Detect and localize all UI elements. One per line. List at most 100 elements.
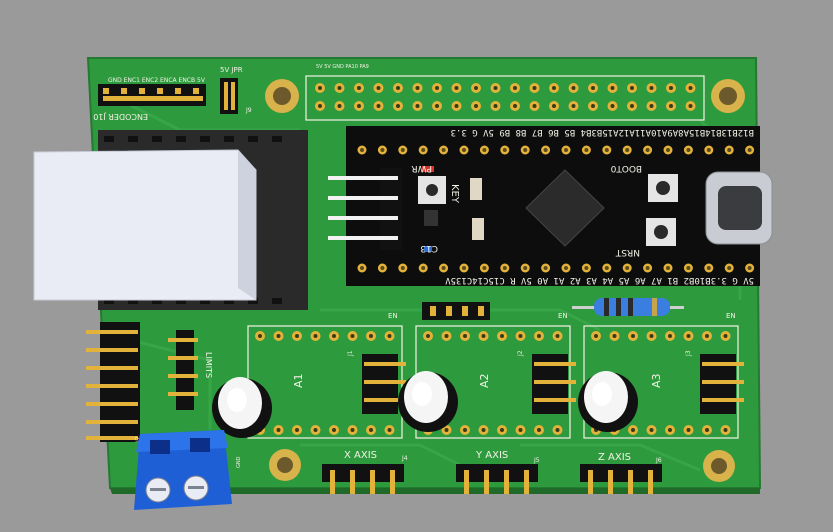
stm32-pin-hole bbox=[400, 266, 405, 270]
driver-hole bbox=[668, 334, 672, 338]
module-pin bbox=[152, 298, 162, 304]
en-label-2: EN bbox=[558, 312, 568, 320]
top-header-outline bbox=[305, 75, 705, 121]
driver-hole bbox=[426, 334, 430, 338]
limit-headers bbox=[86, 322, 198, 442]
c13-led bbox=[424, 246, 432, 252]
header-hole bbox=[532, 104, 537, 108]
axis-header bbox=[322, 464, 404, 482]
stm32-pin-hole bbox=[645, 266, 650, 270]
stm32-pin-hole bbox=[666, 266, 670, 270]
j4-label: J4 bbox=[401, 455, 408, 462]
j5-label: J5 bbox=[533, 457, 540, 464]
driver-hole bbox=[631, 428, 635, 432]
key-label: KEY bbox=[449, 184, 460, 204]
driver-hole bbox=[705, 334, 709, 338]
module-pin bbox=[200, 298, 210, 304]
axis-headers bbox=[322, 464, 662, 494]
pwr-led bbox=[422, 166, 434, 172]
driver-hole bbox=[537, 428, 541, 432]
driver-hole bbox=[723, 428, 728, 432]
header-hole bbox=[337, 104, 342, 108]
header-hole bbox=[396, 86, 400, 90]
stepper-driver-sockets bbox=[247, 325, 739, 439]
stm32-pin-hole bbox=[462, 266, 466, 270]
stm32-pin-hole bbox=[666, 148, 670, 152]
header-hole bbox=[649, 86, 654, 90]
driver-hole bbox=[686, 428, 691, 432]
stm32-bottom-pins bbox=[357, 263, 755, 273]
axis-pin bbox=[390, 470, 395, 494]
driver-hole bbox=[332, 334, 336, 338]
j7-label: J7 bbox=[135, 436, 142, 443]
header-hole bbox=[513, 86, 517, 90]
j3-label: J3 bbox=[685, 350, 692, 357]
stm32-pin-hole bbox=[584, 266, 589, 270]
header-hole bbox=[669, 104, 673, 108]
driver-hole bbox=[369, 334, 373, 338]
gnd-label: GND bbox=[236, 456, 242, 468]
stm32-pin-hole bbox=[523, 266, 528, 270]
header-hole bbox=[318, 86, 322, 90]
header-hole bbox=[318, 104, 322, 108]
ms-pin bbox=[534, 380, 576, 384]
header-hole bbox=[357, 86, 361, 90]
stm32-pin-hole bbox=[604, 266, 609, 270]
driver-hole bbox=[350, 428, 355, 432]
header-hole bbox=[630, 86, 634, 90]
driver-hole bbox=[276, 334, 281, 338]
module-pin bbox=[104, 298, 114, 304]
capacitors bbox=[212, 371, 638, 438]
header-hole bbox=[630, 104, 634, 108]
driver-hole bbox=[258, 334, 262, 338]
header-hole bbox=[610, 104, 615, 108]
stm32-pin-hole bbox=[441, 266, 446, 270]
module-pin bbox=[104, 136, 114, 142]
driver-a3-label: A3 bbox=[650, 373, 663, 388]
driver-hole bbox=[555, 428, 560, 432]
driver-hole bbox=[295, 428, 299, 432]
stm32-pin-hole bbox=[380, 266, 385, 270]
en-label-1: EN bbox=[388, 312, 398, 320]
axis-pin bbox=[484, 470, 489, 494]
stm32-pin-hole bbox=[584, 148, 589, 152]
driver-hole bbox=[276, 428, 281, 432]
driver-a1-label: A1 bbox=[292, 373, 305, 388]
driver-hole bbox=[594, 334, 598, 338]
crystal bbox=[470, 178, 482, 200]
stm32-pin-hole bbox=[380, 148, 385, 152]
driver-hole bbox=[444, 428, 449, 432]
ethernet-jack-side bbox=[238, 150, 256, 300]
limits-label: LIMITS bbox=[204, 352, 213, 378]
driver-hole bbox=[387, 334, 392, 338]
header-hole bbox=[396, 104, 400, 108]
stm32-top-pins bbox=[357, 145, 755, 155]
module-pin bbox=[152, 136, 162, 142]
header-hole bbox=[474, 104, 478, 108]
header-hole bbox=[415, 104, 420, 108]
header-hole bbox=[493, 86, 498, 90]
driver-hole bbox=[463, 428, 467, 432]
header-hole bbox=[591, 104, 595, 108]
microstep-headers bbox=[362, 354, 744, 414]
stm32-pin-hole bbox=[747, 148, 752, 152]
en-label-3: EN bbox=[726, 312, 736, 320]
header-hole bbox=[669, 86, 673, 90]
jumper-header bbox=[220, 78, 238, 114]
module-pin bbox=[128, 136, 138, 142]
driver-hole bbox=[500, 334, 504, 338]
module-pin bbox=[272, 136, 282, 142]
driver-hole bbox=[612, 334, 617, 338]
stm32-pin-hole bbox=[482, 148, 487, 152]
driver-hole bbox=[518, 428, 523, 432]
module-pins bbox=[104, 136, 282, 304]
stm32-pin-hole bbox=[543, 266, 548, 270]
resistor bbox=[572, 298, 684, 316]
header-hole bbox=[376, 86, 381, 90]
pcb-edge bbox=[110, 488, 760, 494]
x-axis-label: X AXIS bbox=[344, 450, 377, 461]
stm32-pin-hole bbox=[686, 148, 691, 152]
encoder-pin-labels: GND ENC1 ENC2 ENCA ENCB 5V bbox=[108, 77, 206, 84]
stm32-pin-hole bbox=[421, 148, 426, 152]
header-hole bbox=[337, 86, 342, 90]
